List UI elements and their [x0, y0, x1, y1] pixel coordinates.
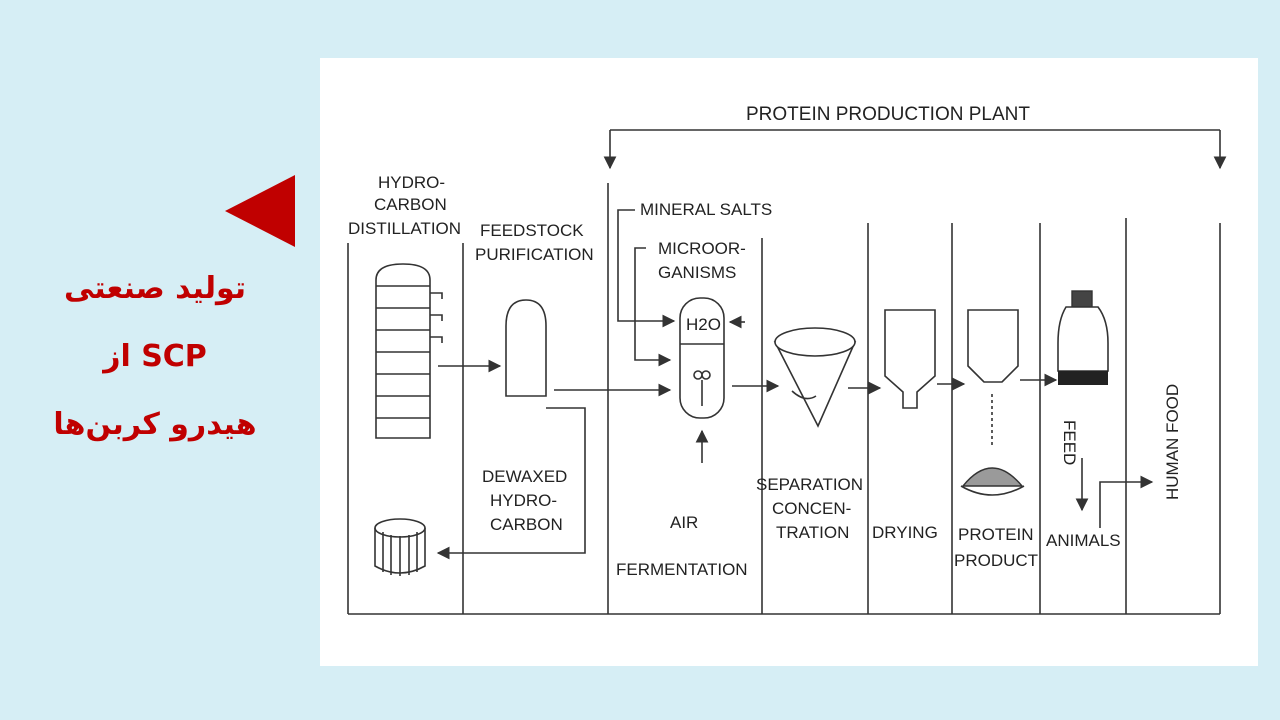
purification-vessel-icon: [505, 299, 547, 397]
storage-drum-icon: [374, 518, 426, 576]
feed-label: FEED: [1060, 420, 1079, 465]
distillation-label-line-3: DISTILLATION: [348, 219, 461, 238]
microorganisms-label: MICROOR- GANISMS: [658, 239, 746, 282]
distillation-column-icon: [375, 263, 443, 439]
plant-label: PROTEIN PRODUCTION PLANT: [746, 104, 1030, 125]
flow-arrow-human-food: [1099, 475, 1154, 528]
separation-label-line-3: TRATION: [776, 523, 849, 542]
purification-label-line-1: FEEDSTOCK: [480, 221, 584, 240]
title-line-2: SCP از: [103, 339, 207, 374]
water-label: H2O: [686, 315, 721, 334]
protein-product-label-line-2: PRODUCT: [954, 551, 1038, 570]
animals-label: ANIMALS: [1046, 531, 1121, 550]
microorganisms-label-line-2: GANISMS: [658, 263, 736, 282]
dewaxed-label-line-3: CARBON: [490, 515, 563, 534]
dryer-icon: [884, 309, 936, 409]
process-diagram-svg: PROTEIN PRODUCTION PLANT HYDRO- CARBON D…: [347, 104, 1227, 615]
human-food-label: HUMAN FOOD: [1163, 384, 1182, 500]
protein-product-label-line-1: PROTEIN: [958, 525, 1034, 544]
separator-cone-icon: [773, 327, 857, 428]
feed-sack-icon: [1057, 290, 1109, 385]
microorganisms-label-line-1: MICROOR-: [658, 239, 746, 258]
purification-label: FEEDSTOCK PURIFICATION: [475, 221, 594, 264]
dewaxed-label-line-1: DEWAXED: [482, 467, 567, 486]
flow-arrow-microorganisms: [634, 247, 672, 367]
separation-label-line-2: CONCEN-: [772, 499, 851, 518]
product-hopper-icon: [967, 309, 1019, 383]
air-label: AIR: [670, 513, 698, 532]
title-line-3: هیدرو کربن‌ها: [53, 407, 257, 442]
distillation-label-line-2: CARBON: [374, 195, 447, 214]
drying-label: DRYING: [872, 523, 938, 542]
purification-label-line-2: PURIFICATION: [475, 245, 594, 264]
fermenter-icon: [679, 297, 725, 419]
process-diagram: PROTEIN PRODUCTION PLANT HYDRO- CARBON D…: [320, 58, 1258, 666]
fermentation-label: FERMENTATION: [616, 560, 748, 579]
title-line-1: تولید صنعتی: [63, 271, 247, 306]
separation-label-line-1: SEPARATION: [756, 475, 863, 494]
protein-product-label: PROTEIN PRODUCT: [954, 525, 1038, 570]
red-triangle-icon: [225, 175, 295, 247]
plant-bracket: [603, 129, 1227, 170]
frame-lines: [347, 183, 1221, 615]
separation-label: SEPARATION CONCEN- TRATION: [756, 475, 863, 542]
dewaxed-label-line-2: HYDRO-: [490, 491, 557, 510]
slide-title: تولید صنعتی SCP از هیدرو کربن‌ها: [20, 258, 290, 462]
distillation-label: HYDRO- CARBON DISTILLATION: [348, 173, 461, 238]
flow-arrow-dewaxed: [436, 407, 586, 560]
flow-arrow-mineral-salts: [617, 209, 676, 328]
mineral-salts-label: MINERAL SALTS: [640, 200, 772, 219]
distillation-label-line-1: HYDRO-: [378, 173, 445, 192]
dewaxed-label: DEWAXED HYDRO- CARBON: [482, 467, 567, 534]
agitator-icon: [693, 370, 711, 406]
protein-pile-icon: [960, 467, 1025, 496]
